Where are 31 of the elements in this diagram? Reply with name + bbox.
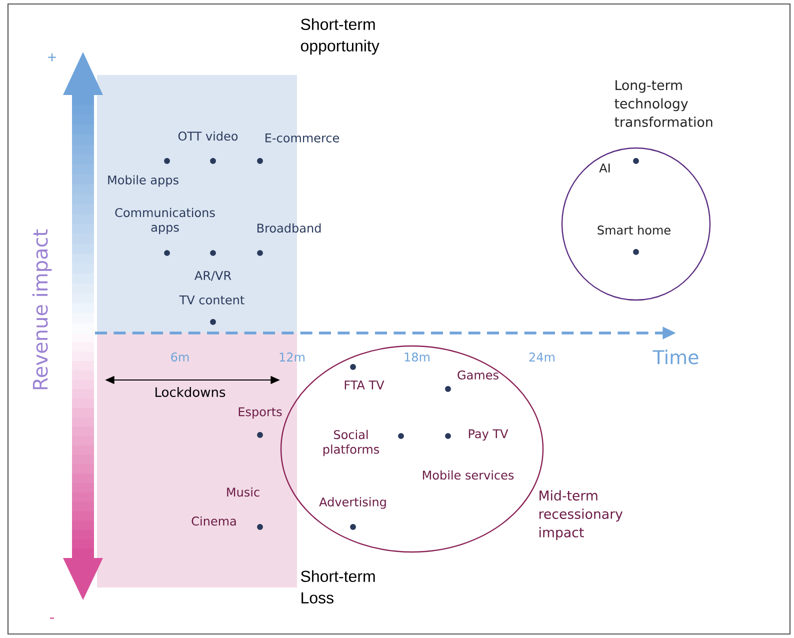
period-label: Lockdowns (156, 386, 226, 398)
tick-label: 12m (280, 352, 304, 362)
item-label: Mobile services (422, 470, 514, 480)
item-label: Social platforms (323, 430, 380, 456)
tick-label: 18m (404, 352, 430, 362)
item-label: Smart home (598, 225, 670, 235)
item-label: AI (599, 164, 610, 172)
item-label: AR/VR (194, 271, 232, 281)
axis-title: Revenue impact (32, 229, 52, 390)
tick-label: 6m (171, 352, 189, 362)
item-label: Music (227, 487, 260, 497)
group-heading: Long-term technology transformation (614, 80, 712, 127)
item-label: E-commerce (266, 134, 340, 142)
item-label: OTT video (178, 131, 238, 141)
item-label: Esports (238, 407, 282, 419)
tick-label: 24m (529, 352, 554, 362)
group-heading: Short-term opportunity (300, 18, 380, 55)
item-label: Cinema (192, 516, 236, 526)
item-label: Advertising (319, 497, 386, 509)
item-label: Games (458, 370, 498, 380)
item-label: Communications apps (115, 208, 215, 234)
item-label: Pay TV (468, 429, 508, 441)
item-label: Mobile apps (108, 175, 178, 187)
item-label: Broadband (257, 223, 321, 233)
group-heading: Short-term Loss (301, 570, 375, 604)
minus-sign: - (50, 618, 54, 619)
item-label: TV content (179, 296, 244, 304)
item-label: FTA TV (344, 380, 384, 390)
plus-sign: + (48, 53, 56, 62)
axis-title: Time (652, 350, 698, 364)
group-heading: Mid-term recessionary impact (539, 490, 623, 540)
